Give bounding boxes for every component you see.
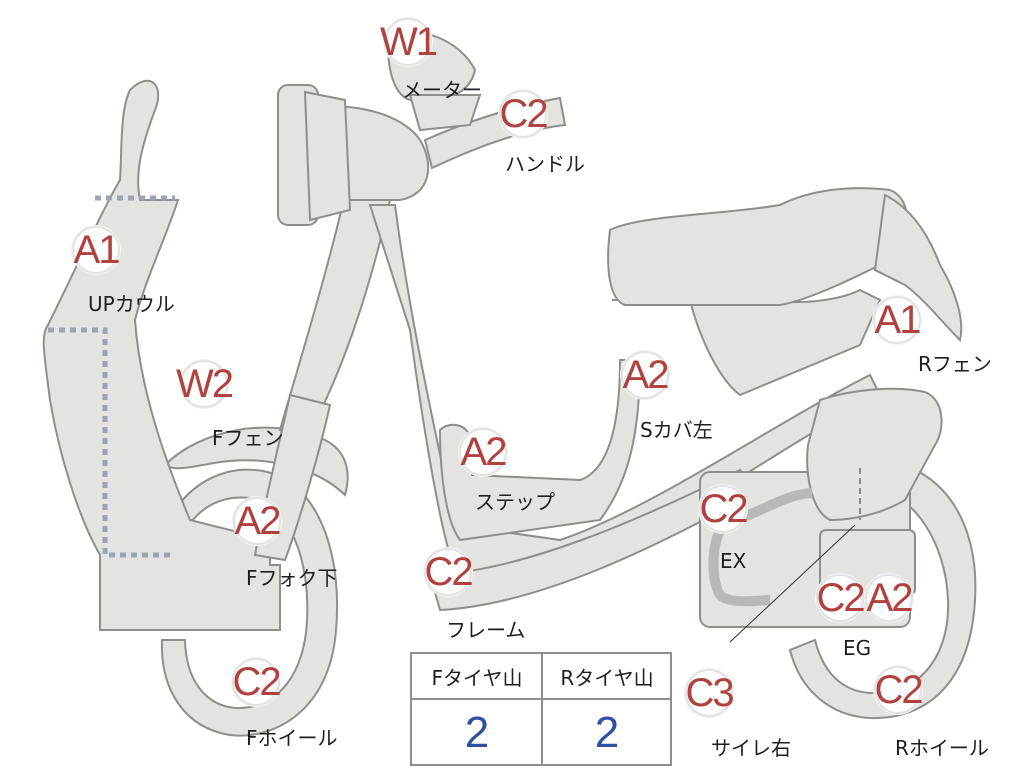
marker-handle[interactable]: C2 — [499, 90, 549, 138]
label-r-wheel: Rホイール — [895, 736, 989, 760]
front-tire-header: Fタイヤ山 — [412, 654, 542, 700]
meter-stalk — [408, 94, 482, 132]
headlight-ring — [303, 90, 352, 222]
marker-meter[interactable]: W1 — [380, 18, 438, 66]
label-up-cowl: UPカウル — [88, 292, 175, 316]
label-handle: ハンドル — [505, 152, 585, 176]
marker-code: W2 — [176, 362, 234, 406]
marker-code: A1 — [73, 228, 121, 272]
muffler — [806, 387, 943, 522]
marker-f-wheel[interactable]: C2 — [232, 658, 282, 706]
marker-code: A2 — [866, 576, 914, 620]
label-frame: フレーム — [446, 618, 526, 642]
marker-code: C2 — [874, 668, 923, 712]
marker-r-wheel[interactable]: C2 — [874, 666, 924, 714]
label-eg: EG — [843, 636, 872, 660]
front-cowl — [42, 79, 281, 631]
rear-fender — [873, 193, 963, 342]
label-meter: メーター — [402, 78, 482, 102]
marker-code: A1 — [874, 298, 922, 342]
marker-code: C3 — [685, 671, 734, 715]
label-f-fender: Fフェン — [212, 426, 284, 450]
side-cover — [612, 288, 882, 397]
rear-tire-header: Rタイヤ山 — [542, 654, 672, 700]
marker-muffler-right[interactable]: C3 — [685, 669, 735, 717]
marker-code: A2 — [460, 430, 508, 474]
muffler-guide — [729, 524, 856, 643]
marker-code: A2 — [622, 353, 670, 397]
front-tire-value: 2 — [464, 708, 490, 757]
marker-eg[interactable]: C2 — [816, 574, 866, 622]
seat — [607, 187, 908, 306]
table-divider — [541, 654, 543, 764]
marker-code: C2 — [816, 576, 865, 620]
marker-ex[interactable]: C2 — [699, 485, 749, 533]
label-f-wheel: Fホイール — [246, 726, 338, 750]
marker-up-cowl[interactable]: A1 — [72, 226, 120, 274]
marker-code: C2 — [424, 550, 473, 594]
marker-s-cover-left[interactable]: A2 — [621, 351, 669, 399]
marker-code: C2 — [499, 92, 548, 136]
cowl-dash-mid — [48, 327, 172, 558]
label-muffler-right: サイレ右 — [711, 736, 791, 760]
marker-eg-extra[interactable]: A2 — [865, 574, 913, 622]
label-r-fender: Rフェン — [918, 352, 992, 376]
label-f-fork-lower: Fフォク下 — [246, 566, 338, 590]
exhaust-pipe — [708, 488, 813, 607]
rear-tire-value: 2 — [594, 708, 620, 757]
marker-f-fork-lower[interactable]: A2 — [233, 497, 281, 545]
marker-code: W1 — [380, 20, 438, 64]
marker-r-fender[interactable]: A1 — [873, 296, 921, 344]
label-step: ステップ — [475, 490, 555, 514]
marker-code: A2 — [234, 499, 282, 543]
marker-frame[interactable]: C2 — [424, 548, 474, 596]
tire-tread-table: Fタイヤ山 Rタイヤ山 2 2 — [410, 652, 672, 766]
marker-code: C2 — [232, 660, 281, 704]
label-s-cover-left: Sカバ左 — [640, 418, 713, 442]
marker-f-fender[interactable]: W2 — [176, 360, 234, 408]
marker-code: C2 — [699, 487, 748, 531]
label-ex: EX — [720, 549, 747, 573]
rear-wheel — [788, 458, 977, 720]
marker-step[interactable]: A2 — [459, 428, 507, 476]
